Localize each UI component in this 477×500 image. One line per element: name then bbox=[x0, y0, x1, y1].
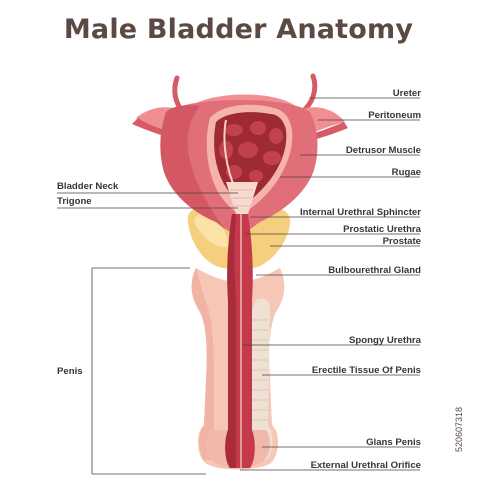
label-prostate: Prostate bbox=[382, 236, 421, 247]
urethra-left-wall bbox=[225, 214, 236, 468]
image-id-text: 520607318 bbox=[454, 406, 464, 452]
label-external-urethral-orifice: External Urethral Orifice bbox=[310, 460, 421, 471]
penis-shading bbox=[191, 268, 214, 460]
label-prostatic-urethra: Prostatic Urethra bbox=[343, 224, 421, 235]
label-spongy-urethra: Spongy Urethra bbox=[349, 335, 421, 346]
label-erectile-tissue: Erectile Tissue Of Penis bbox=[311, 365, 421, 376]
label-ureter: Ureter bbox=[392, 88, 421, 99]
label-detrusor-muscle: Detrusor Muscle bbox=[345, 145, 421, 156]
prostate-highlight bbox=[194, 214, 230, 247]
label-internal-urethral-sphincter: Internal Urethral Sphincter bbox=[299, 207, 421, 218]
label-rugae: Rugae bbox=[391, 167, 421, 178]
label-glans-penis: Glans Penis bbox=[366, 437, 421, 448]
bladder-wall-shadow bbox=[160, 105, 226, 230]
page-title: Male Bladder Anatomy bbox=[63, 14, 414, 45]
label-trigone: Trigone bbox=[57, 196, 92, 207]
label-penis: Penis bbox=[57, 366, 83, 377]
label-peritoneum: Peritoneum bbox=[368, 110, 421, 121]
label-bladder-neck: Bladder Neck bbox=[57, 181, 119, 192]
label-bulbourethral-gland: Bulbourethral Gland bbox=[328, 265, 421, 276]
